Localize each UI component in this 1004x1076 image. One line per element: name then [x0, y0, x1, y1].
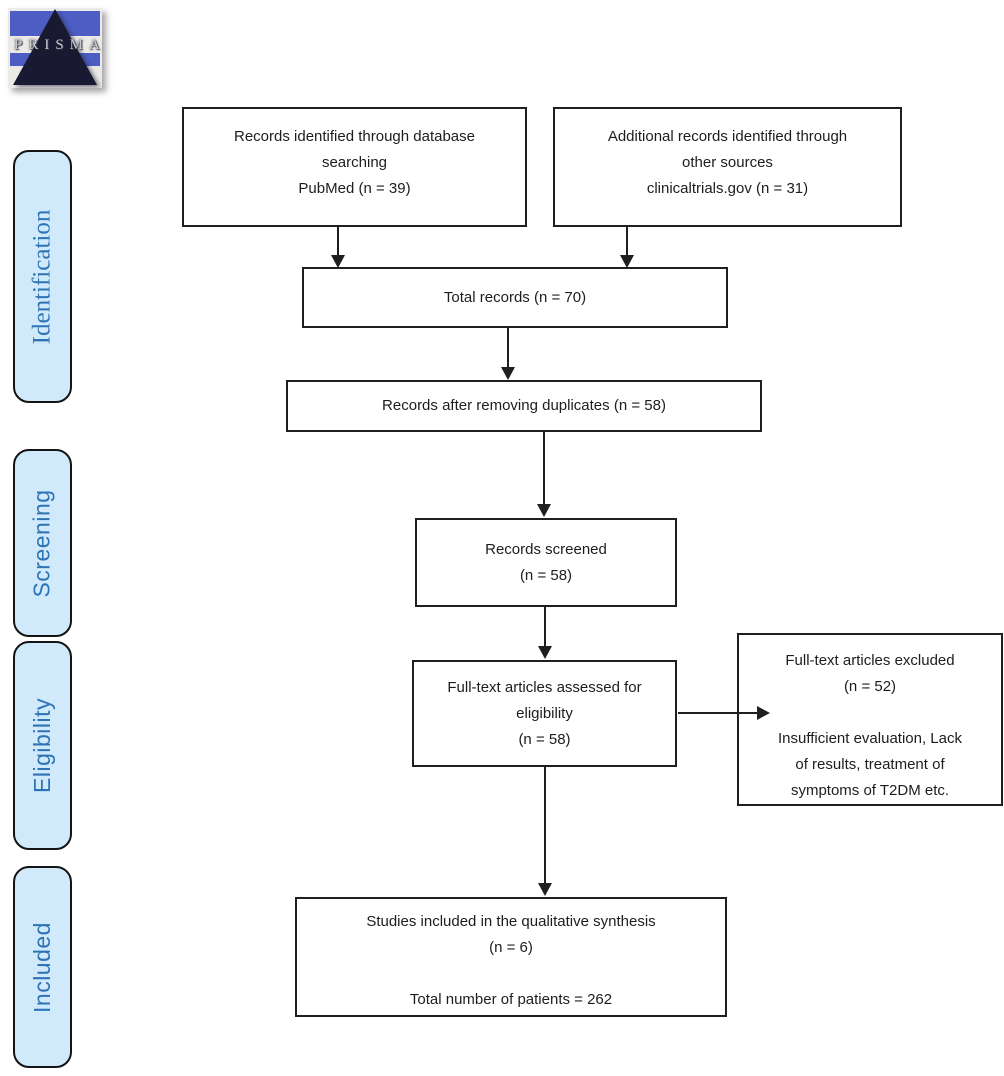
arrow-line	[507, 328, 509, 368]
box-records-database-line: Records identified through database	[234, 128, 475, 145]
arrowhead-down-icon	[538, 883, 552, 896]
box-fulltext-excluded-line: (n = 52)	[843, 678, 897, 695]
box-after-duplicates-removed: Records after removing duplicates (n = 5…	[286, 380, 762, 432]
box-fulltext-excluded-reason-line: Insufficient evaluation, Lack	[777, 730, 962, 747]
arrowhead-right-icon	[757, 706, 770, 720]
arrowhead-down-icon	[620, 255, 634, 268]
stage-eligibility: Eligibility	[13, 641, 72, 850]
box-fulltext-excluded-reason-line: symptoms of T2DM etc.	[790, 782, 950, 799]
box-records-screened-line: Records screened	[485, 540, 607, 558]
arrowhead-down-icon	[538, 646, 552, 659]
box-studies-included: Studies included in the qualitative synt…	[295, 897, 727, 1017]
box-records-screened-line: (n = 58)	[519, 566, 573, 584]
box-records-database: Records identified through database sear…	[182, 107, 527, 227]
box-fulltext-excluded: Full-text articles excluded (n = 52) Ins…	[737, 633, 1003, 806]
box-fulltext-assessed: Full-text articles assessed for eligibil…	[412, 660, 677, 767]
box-fulltext-assessed-line: (n = 58)	[518, 730, 571, 748]
prisma-logo: PRISMA	[8, 8, 102, 88]
box-records-other-sources-line: clinicaltrials.gov (n = 31)	[646, 180, 809, 197]
stage-included-label: Included	[29, 921, 55, 1013]
stage-eligibility-label: Eligibility	[29, 698, 56, 793]
arrow-line	[337, 227, 339, 256]
prisma-logo-text: PRISMA	[14, 37, 102, 53]
arrowhead-down-icon	[331, 255, 345, 268]
box-fulltext-assessed-line: Full-text articles assessed for	[447, 678, 642, 696]
box-records-other-sources-line: Additional records identified through	[607, 128, 848, 145]
box-records-database-line: searching	[321, 154, 388, 171]
box-studies-included-line: (n = 6)	[489, 939, 533, 956]
box-fulltext-excluded-reason-line: of results, treatment of	[795, 756, 945, 773]
arrow-line	[543, 432, 545, 505]
box-studies-included-patients-line: Total number of patients = 262	[409, 991, 613, 1008]
arrow-line	[544, 767, 546, 884]
box-records-other-sources: Additional records identified through ot…	[553, 107, 902, 227]
stage-identification: Identification	[13, 150, 72, 403]
box-after-duplicates-removed-line: Records after removing duplicates (n = 5…	[382, 397, 666, 414]
stage-screening: Screening	[13, 449, 72, 637]
prisma-pyramid-icon	[13, 9, 97, 85]
arrow-line	[678, 712, 758, 714]
arrow-line	[544, 607, 546, 647]
stage-identification-label: Identification	[28, 209, 56, 344]
box-fulltext-assessed-line: eligibility	[516, 704, 573, 722]
box-records-screened: Records screened (n = 58)	[415, 518, 677, 607]
box-total-records-line: Total records (n = 70)	[443, 288, 587, 306]
arrowhead-down-icon	[537, 504, 551, 517]
arrow-line	[626, 227, 628, 256]
box-records-other-sources-line: other sources	[682, 154, 773, 171]
box-total-records: Total records (n = 70)	[302, 267, 728, 328]
stage-included: Included	[13, 866, 72, 1068]
arrowhead-down-icon	[501, 367, 515, 380]
box-studies-included-line: Studies included in the qualitative synt…	[366, 913, 656, 930]
box-records-database-line: PubMed (n = 39)	[298, 180, 411, 197]
stage-screening-label: Screening	[29, 488, 56, 598]
box-fulltext-excluded-line: Full-text articles excluded	[785, 652, 955, 669]
